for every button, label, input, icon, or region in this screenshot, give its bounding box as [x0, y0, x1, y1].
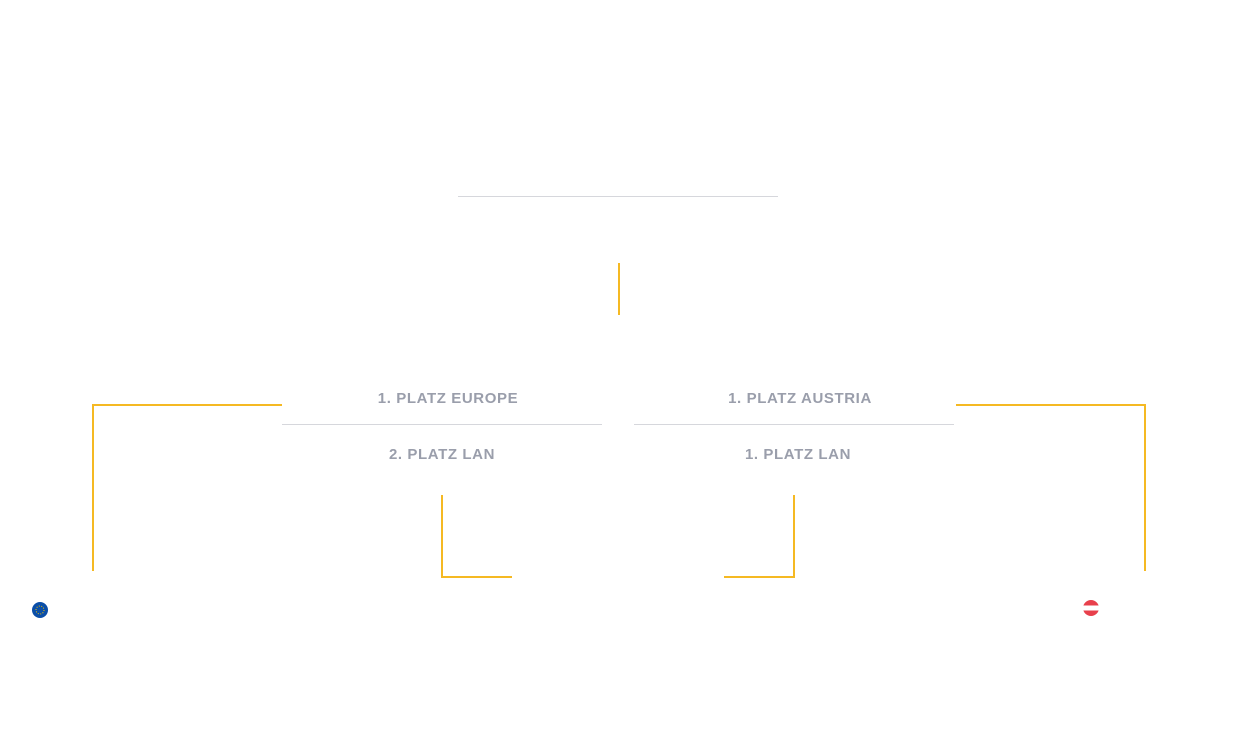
austria-bracket-v: [793, 495, 795, 578]
center-connector: [618, 263, 620, 315]
austria-divider: [634, 424, 954, 425]
top-divider: [458, 196, 778, 197]
austria-flag-icon: [1083, 600, 1099, 616]
austria-lan-label: 1. PLATZ LAN: [744, 446, 852, 463]
europe-rank-label: 1. PLATZ EUROPE: [377, 390, 519, 407]
austria-bracket-h: [724, 576, 795, 578]
austria-rank-label: 1. PLATZ AUSTRIA: [728, 390, 872, 407]
right-connector-h: [956, 404, 1146, 406]
europe-bracket-h: [441, 576, 512, 578]
europe-bracket-v: [441, 495, 443, 578]
left-connector-v: [92, 404, 94, 571]
europe-divider: [282, 424, 602, 425]
right-connector-v: [1144, 404, 1146, 571]
left-connector-h: [92, 404, 282, 406]
eu-flag-icon: [32, 602, 48, 618]
europe-lan-label: 2. PLATZ LAN: [388, 446, 496, 463]
